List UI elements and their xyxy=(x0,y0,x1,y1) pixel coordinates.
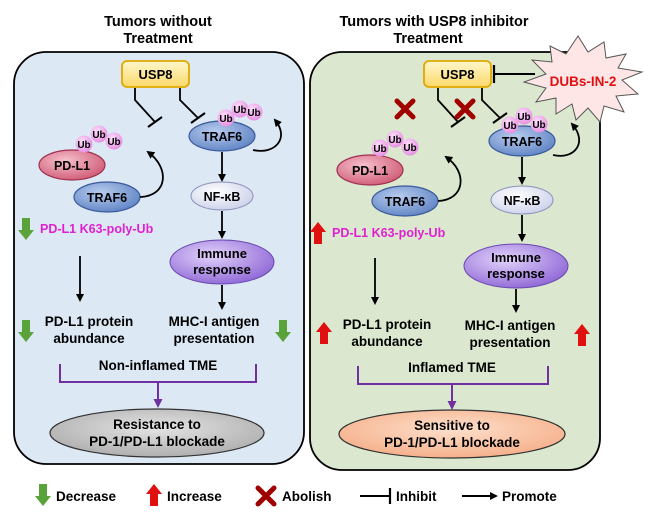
svg-text:Ub: Ub xyxy=(517,112,530,123)
outcome-ellipse xyxy=(49,408,265,458)
tme-label: Inflamed TME xyxy=(408,360,496,375)
svg-text:Ub: Ub xyxy=(233,105,246,116)
immune-line1: Immune xyxy=(491,250,541,265)
immune-line1: Immune xyxy=(197,246,247,261)
ub-chain: Ub Ub Ub xyxy=(371,130,419,157)
svg-text:Ub: Ub xyxy=(403,143,416,154)
ub-chain: Ub Ub Ub xyxy=(217,100,263,127)
right-title-line1: Tumors with USP8 inhibitor xyxy=(339,14,528,30)
left-panel: Tumors without Treatment USP8 TRAF6 Ub U… xyxy=(13,14,305,465)
svg-text:Ub: Ub xyxy=(503,121,516,132)
svg-text:Ub: Ub xyxy=(92,130,105,141)
legend-decrease: Decrease xyxy=(56,489,117,504)
mhc-line2: presentation xyxy=(469,335,550,350)
arrow-up-icon xyxy=(146,484,162,506)
traf6-bottom-label: TRAF6 xyxy=(87,191,127,205)
left-title-line2: Treatment xyxy=(123,31,192,47)
traf6-bottom-label: TRAF6 xyxy=(385,195,425,209)
legend-abolish: Abolish xyxy=(282,489,332,504)
pdl1-label: PD-L1 xyxy=(54,159,90,173)
inhibit-line xyxy=(481,88,501,119)
k63-label: PD-L1 K63-poly-Ub xyxy=(332,226,446,240)
inhibitor-label: DUBs-IN-2 xyxy=(550,74,617,89)
immune-line2: response xyxy=(487,266,545,281)
arrow-up-icon xyxy=(574,324,590,346)
right-panel: Tumors with USP8 inhibitor Treatment DUB… xyxy=(309,14,644,471)
usp8-label: USP8 xyxy=(441,67,475,82)
legend: Decrease Increase Abolish Inhibit Promot… xyxy=(35,484,557,507)
right-title-line2: Treatment xyxy=(393,31,462,47)
usp8-box xyxy=(121,60,190,88)
traf6-top-label: TRAF6 xyxy=(502,135,542,149)
cross-icon xyxy=(394,98,416,120)
nfkb-label: NF-κB xyxy=(204,190,241,204)
ubiquitination-arrow xyxy=(139,150,164,198)
inhibit-line xyxy=(437,88,459,123)
pdl1-label: PD-L1 xyxy=(352,164,388,178)
svg-text:Ub: Ub xyxy=(373,144,386,155)
outcome-line2: PD-1/PD-L1 blockade xyxy=(89,434,225,449)
outcome-line2: PD-1/PD-L1 blockade xyxy=(384,435,520,450)
nfkb-ellipse xyxy=(190,181,254,211)
left-title-line1: Tumors without xyxy=(104,14,212,30)
cross-icon xyxy=(454,98,476,120)
inhibit-line xyxy=(179,88,199,119)
outcome-ellipse xyxy=(338,409,566,459)
arrow-down-icon xyxy=(18,320,34,342)
arrow-down-icon xyxy=(18,218,34,240)
inhibit-line xyxy=(134,88,156,123)
usp8-box xyxy=(423,60,492,88)
pdl1-abundance-line2: abundance xyxy=(351,334,423,349)
ubiquitination-arrow xyxy=(552,122,580,157)
pdl1-abundance-line2: abundance xyxy=(53,331,125,346)
immune-response-ellipse xyxy=(169,239,275,285)
traf6-top-ellipse xyxy=(488,125,556,157)
nfkb-ellipse xyxy=(490,185,554,215)
outcome-line1: Resistance to xyxy=(113,417,201,432)
legend-promote: Promote xyxy=(502,489,557,504)
mhc-line2: presentation xyxy=(173,331,254,346)
svg-text:Ub: Ub xyxy=(388,135,401,146)
immune-line2: response xyxy=(193,262,251,277)
cross-icon xyxy=(255,485,277,507)
traf6-top-label: TRAF6 xyxy=(202,130,242,144)
svg-text:Ub: Ub xyxy=(247,108,260,119)
inhibit-icon xyxy=(360,488,392,504)
usp8-label: USP8 xyxy=(139,67,173,82)
arrow-down-icon xyxy=(275,320,291,342)
arrow-up-icon xyxy=(310,222,326,244)
outcome-line1: Sensitive to xyxy=(414,418,490,433)
svg-text:Ub: Ub xyxy=(107,137,120,148)
ub-chain: Ub Ub Ub xyxy=(501,107,548,134)
arrow-up-icon xyxy=(316,322,332,344)
pdl1-ellipse xyxy=(336,154,404,186)
arrow-down-icon xyxy=(35,484,51,506)
nfkb-label: NF-κB xyxy=(504,194,541,208)
pdl1-abundance-line1: PD-L1 protein xyxy=(343,317,432,332)
mhc-line1: MHC-I antigen xyxy=(169,314,260,329)
immune-response-ellipse xyxy=(463,243,569,289)
ubiquitination-arrow xyxy=(252,118,282,152)
mhc-line1: MHC-I antigen xyxy=(465,318,556,333)
svg-text:Ub: Ub xyxy=(77,140,90,151)
tme-label: Non-inflamed TME xyxy=(99,358,218,373)
ubiquitination-arrow xyxy=(437,155,462,202)
svg-text:Ub: Ub xyxy=(219,114,232,125)
legend-increase: Increase xyxy=(167,489,222,504)
legend-inhibit: Inhibit xyxy=(396,489,437,504)
ub-chain: Ub Ub Ub xyxy=(75,125,123,153)
k63-label: PD-L1 K63-poly-Ub xyxy=(40,222,154,236)
pdl1-abundance-line1: PD-L1 protein xyxy=(45,314,134,329)
starburst-icon xyxy=(522,35,644,124)
pdl1-ellipse xyxy=(38,149,106,181)
svg-text:Ub: Ub xyxy=(532,120,545,131)
